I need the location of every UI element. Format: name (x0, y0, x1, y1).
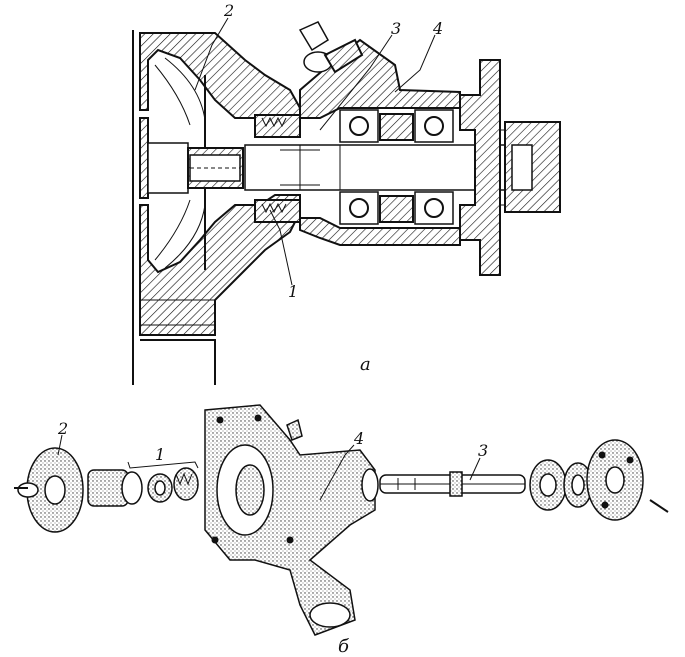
callout-top-1: 1 (288, 282, 298, 301)
impeller-part (14, 447, 84, 533)
callout-leader-1 (269, 209, 293, 286)
callout-leader-b2 (57, 434, 63, 456)
callout-bottom-1: 1 (155, 445, 165, 464)
seal-parts (127, 461, 199, 503)
sectional-view: 2 3 4 1 а (132, 1, 561, 385)
callout-leader-b3 (469, 457, 481, 481)
grease-fitting (298, 21, 364, 74)
exploded-view: 2 1 4 3 б (14, 404, 669, 657)
seal-assembly (254, 114, 301, 223)
hub-sleeve-part (87, 469, 143, 507)
callout-bottom-3: 3 (478, 441, 488, 460)
callout-bottom-2: 2 (57, 419, 68, 438)
callout-top-2: 2 (223, 1, 234, 20)
callout-leader-2 (194, 17, 229, 91)
caption-bottom: б (338, 636, 350, 657)
shaft-part (379, 471, 526, 497)
fan-hub-part (586, 439, 669, 521)
callout-leader-b4 (319, 444, 355, 501)
caption-top: а (360, 354, 371, 375)
callout-leader-3 (319, 34, 393, 131)
impeller-hub (147, 142, 244, 194)
callout-top-3: 3 (391, 19, 401, 38)
pump-body-part (204, 404, 379, 636)
callout-bottom-4: 4 (353, 429, 364, 448)
shaft (244, 144, 516, 191)
callout-leader-4 (394, 34, 436, 93)
fan-hub-flange (459, 59, 561, 276)
bearings-part (529, 459, 593, 511)
callout-top-4: 4 (432, 19, 443, 38)
pump-housing-section (132, 30, 301, 385)
